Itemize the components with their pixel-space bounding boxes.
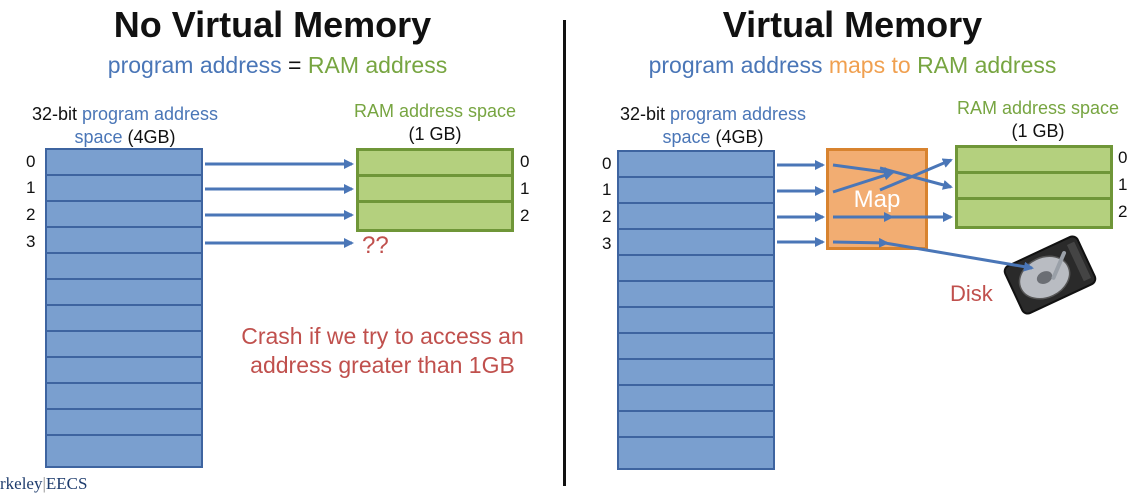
right-title: Virtual Memory xyxy=(722,4,983,45)
memory-cell xyxy=(47,410,201,436)
memory-cell xyxy=(47,358,201,384)
left-program-index-2: 2 xyxy=(26,205,36,224)
right-subtitle: program address maps to RAM address xyxy=(580,52,1125,79)
footer-logo-sep: | xyxy=(42,474,46,493)
footer-logo: rkeley|EECS xyxy=(0,474,87,494)
ram-cell xyxy=(958,200,1110,226)
right-subtitle-ram: RAM address xyxy=(917,52,1057,78)
footer-logo-left: rkeley xyxy=(0,474,43,493)
ram-cell xyxy=(958,148,1110,174)
left-program-index-1: 1 xyxy=(26,178,36,197)
memory-cell xyxy=(47,150,201,176)
right-subtitle-maps: maps to xyxy=(828,52,911,78)
ram-label: RAM address space xyxy=(956,98,1120,118)
memory-cell xyxy=(47,332,201,358)
unknown-mark: ?? xyxy=(362,232,389,259)
right-ram-index-1: 1 xyxy=(1118,175,1128,194)
memory-cell xyxy=(619,386,773,412)
memory-cell xyxy=(47,228,201,254)
left-program-index-0: 0 xyxy=(26,152,36,171)
right-program-memory xyxy=(617,150,775,470)
left-ram-index-1: 1 xyxy=(520,179,530,198)
label-space: space xyxy=(662,127,711,147)
ram-cell xyxy=(359,177,511,203)
label-blue: program address xyxy=(81,104,219,124)
label-size: (4GB) xyxy=(715,127,764,147)
memory-cell xyxy=(47,280,201,306)
memory-cell xyxy=(47,384,201,410)
left-ram-space-label: RAM address space (1 GB) xyxy=(325,100,545,146)
memory-cell xyxy=(619,308,773,334)
crash-note: Crash if we try to access an address gre… xyxy=(210,322,555,380)
memory-cell xyxy=(619,360,773,386)
left-program-memory xyxy=(45,148,203,468)
ram-cell xyxy=(359,203,511,229)
memory-cell xyxy=(47,436,201,462)
label-space: space xyxy=(74,127,123,147)
memory-cell xyxy=(619,204,773,230)
crash-line-1: Crash if we try to access an xyxy=(241,323,524,349)
footer-logo-right: EECS xyxy=(45,474,88,493)
center-divider xyxy=(563,20,566,486)
memory-cell xyxy=(619,256,773,282)
right-subtitle-program: program address xyxy=(648,52,823,78)
label-blue: program address xyxy=(669,104,807,124)
memory-cell xyxy=(47,176,201,202)
memory-cell xyxy=(619,412,773,438)
right-program-index-2: 2 xyxy=(602,207,612,226)
label-prefix: 32-bit xyxy=(619,104,665,124)
left-program-space-label: 32-bit program address space (4GB) xyxy=(10,103,240,149)
left-title: No Virtual Memory xyxy=(113,4,432,45)
left-ram-index-2: 2 xyxy=(520,206,530,225)
map-label: Map xyxy=(853,186,901,213)
ram-size: (1 GB) xyxy=(408,124,462,144)
memory-cell xyxy=(619,438,773,464)
memory-cell xyxy=(47,254,201,280)
ram-size: (1 GB) xyxy=(1011,121,1065,141)
memory-cell xyxy=(619,178,773,204)
right-ram-index-0: 0 xyxy=(1118,148,1128,167)
left-ram-memory xyxy=(356,148,514,232)
right-ram-index-2: 2 xyxy=(1118,202,1128,221)
left-subtitle: program address = RAM address xyxy=(0,52,555,79)
left-subtitle-equals: = xyxy=(288,52,302,78)
left-subtitle-ram: RAM address xyxy=(307,52,448,78)
memory-cell xyxy=(619,334,773,360)
right-program-index-3: 3 xyxy=(602,234,612,253)
left-ram-index-0: 0 xyxy=(520,152,530,171)
right-ram-space-label: RAM address space (1 GB) xyxy=(928,97,1145,143)
ram-cell xyxy=(359,151,511,177)
ram-label: RAM address space xyxy=(353,101,517,121)
memory-cell xyxy=(619,282,773,308)
memory-cell xyxy=(47,202,201,228)
memory-cell xyxy=(619,230,773,256)
right-program-index-1: 1 xyxy=(602,180,612,199)
disk-label: Disk xyxy=(950,281,993,306)
right-ram-memory xyxy=(955,145,1113,229)
memory-cell xyxy=(619,152,773,178)
left-program-index-3: 3 xyxy=(26,232,36,251)
right-program-index-0: 0 xyxy=(602,154,612,173)
crash-line-2: address greater than 1GB xyxy=(250,352,515,378)
ram-cell xyxy=(958,174,1110,200)
label-size: (4GB) xyxy=(127,127,176,147)
right-program-space-label: 32-bit program address space (4GB) xyxy=(598,103,828,149)
label-prefix: 32-bit xyxy=(31,104,77,124)
left-subtitle-program: program address xyxy=(107,52,282,78)
memory-cell xyxy=(47,306,201,332)
